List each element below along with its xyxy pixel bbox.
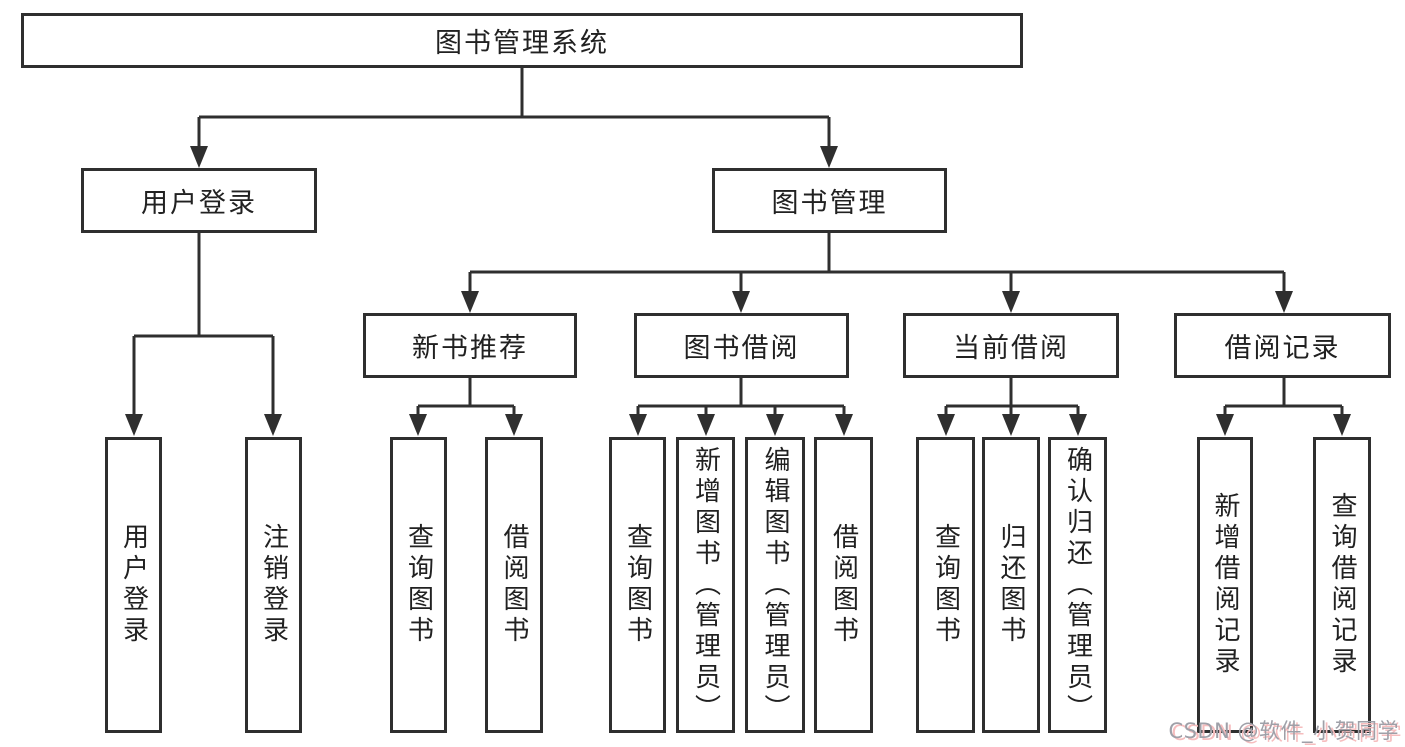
arrowheads — [125, 146, 1351, 436]
node-new-book-recommend-label: 新书推荐 — [412, 333, 528, 364]
leaf-confirm-return-admin-label: 确认归还（管理员） — [1062, 445, 1093, 725]
node-book-borrow: 图书借阅 — [634, 313, 849, 378]
leaf-user-login: 用户登录 — [105, 437, 162, 733]
leaf-borrow-books-recommend-label: 借阅图书 — [499, 523, 529, 647]
node-book-borrow-label: 图书借阅 — [683, 333, 800, 364]
leaf-add-books-admin: 新增图书（管理员） — [676, 437, 735, 733]
leaf-add-borrow-record: 新增借阅记录 — [1197, 437, 1253, 733]
leaf-query-books-borrow: 查询图书 — [609, 437, 666, 733]
leaf-borrow-books: 借阅图书 — [814, 437, 873, 733]
leaf-edit-books-admin-label: 编辑图书（管理员） — [760, 445, 790, 725]
node-new-book-recommend: 新书推荐 — [363, 313, 577, 378]
leaf-return-books-label: 归还图书 — [996, 523, 1026, 647]
leaf-confirm-return-admin: 确认归还（管理员） — [1048, 437, 1107, 733]
leaf-add-borrow-record-label: 新增借阅记录 — [1210, 492, 1240, 678]
node-user-login-label: 用户登录 — [141, 188, 257, 219]
node-current-borrow-label: 当前借阅 — [953, 333, 1069, 364]
connector-strokes — [132, 68, 1344, 418]
leaf-query-books-recommend-label: 查询图书 — [403, 523, 434, 647]
node-user-login: 用户登录 — [81, 168, 317, 233]
leaf-query-books-borrow-label: 查询图书 — [622, 523, 653, 647]
leaf-logout: 注销登录 — [245, 437, 302, 733]
node-root-system: 图书管理系统 — [21, 13, 1023, 68]
leaf-query-borrow-record-label: 查询借阅记录 — [1327, 492, 1357, 678]
leaf-edit-books-admin: 编辑图书（管理员） — [745, 437, 805, 733]
leaf-borrow-books-label: 借阅图书 — [828, 523, 859, 647]
leaf-user-login-label: 用户登录 — [118, 523, 149, 647]
node-current-borrow: 当前借阅 — [903, 313, 1119, 378]
node-book-management: 图书管理 — [712, 168, 947, 233]
leaf-query-books-current: 查询图书 — [916, 437, 975, 733]
leaf-query-books-recommend: 查询图书 — [390, 437, 447, 733]
leaf-query-borrow-record: 查询借阅记录 — [1313, 437, 1371, 733]
node-book-management-label: 图书管理 — [771, 188, 888, 219]
leaf-logout-label: 注销登录 — [258, 523, 289, 647]
csdn-watermark: CSDN @软件_小贺同学 — [1168, 719, 1399, 743]
leaf-add-books-admin-label: 新增图书（管理员） — [690, 445, 721, 725]
node-borrow-records-label: 借阅记录 — [1224, 333, 1341, 364]
node-borrow-records: 借阅记录 — [1174, 313, 1391, 378]
node-root-label: 图书管理系统 — [435, 28, 609, 59]
leaf-query-books-current-label: 查询图书 — [930, 523, 961, 647]
leaf-borrow-books-recommend: 借阅图书 — [485, 437, 543, 733]
leaf-return-books: 归还图书 — [982, 437, 1040, 733]
